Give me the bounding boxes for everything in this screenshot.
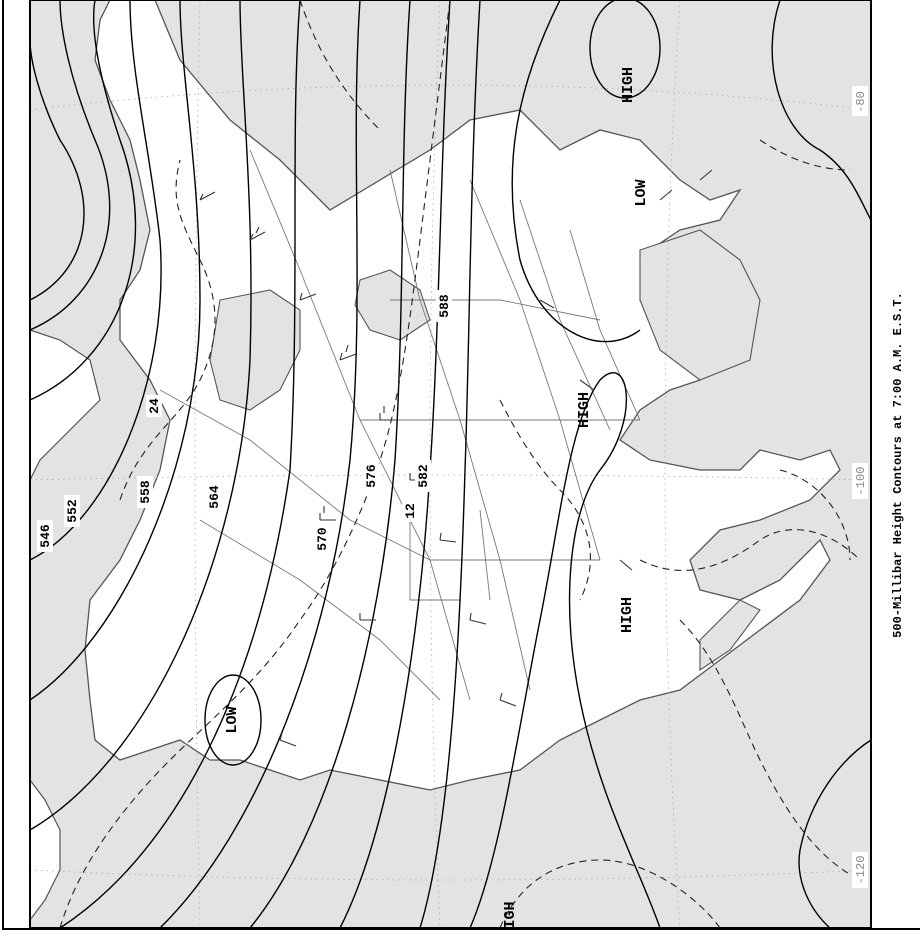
wind-barbs xyxy=(199,169,713,747)
arctic-islands xyxy=(29,329,101,481)
low-label-west: LOW xyxy=(224,706,241,733)
high-label-bottom-cut: IGH xyxy=(502,901,519,928)
label-bg xyxy=(206,481,222,513)
label-bg xyxy=(415,460,431,492)
gulf-of-mexico xyxy=(639,229,761,381)
contour-label-546: 546 xyxy=(38,524,53,548)
label-bg xyxy=(436,290,452,322)
contour-label-588: 588 xyxy=(437,294,452,318)
contour-label-12: 12 xyxy=(403,503,418,519)
label-bg xyxy=(852,463,868,499)
contour-label-570: 570 xyxy=(315,527,330,551)
low-label-east: LOW xyxy=(633,179,650,206)
label-bg xyxy=(363,460,379,492)
contour-label-582: 582 xyxy=(416,464,431,488)
contour-label-576: 576 xyxy=(364,464,379,488)
high-label-top: HIGH xyxy=(620,67,637,103)
label-bg xyxy=(852,852,868,888)
land-mass xyxy=(84,0,841,791)
longitude-label-100: -100 xyxy=(854,467,868,496)
label-bg xyxy=(314,523,330,555)
label-bg xyxy=(852,86,868,116)
high-label-southwest: HIGH xyxy=(619,597,636,633)
contour-label-552: 552 xyxy=(65,499,80,523)
contour-label-564: 564 xyxy=(207,485,222,509)
hudson-bay xyxy=(209,289,301,411)
graticule xyxy=(29,0,871,929)
label-bg xyxy=(64,495,80,527)
map-caption: 500-Millibar Height Contours at 7:00 A.M… xyxy=(891,292,905,638)
label-bg xyxy=(146,395,162,417)
high-label-center: HIGH xyxy=(576,392,593,428)
label-bg xyxy=(137,476,153,508)
longitude-label-80: -80 xyxy=(854,91,868,113)
height-contours xyxy=(29,0,872,929)
label-bg xyxy=(402,500,418,522)
contour-label-24: 24 xyxy=(147,398,162,414)
political-borders xyxy=(159,149,641,701)
longitude-label-120: -120 xyxy=(854,856,868,885)
label-bg xyxy=(37,520,53,552)
gulf-of-california xyxy=(699,599,761,672)
dashed-lines xyxy=(59,0,861,929)
contour-label-558: 558 xyxy=(138,480,153,504)
